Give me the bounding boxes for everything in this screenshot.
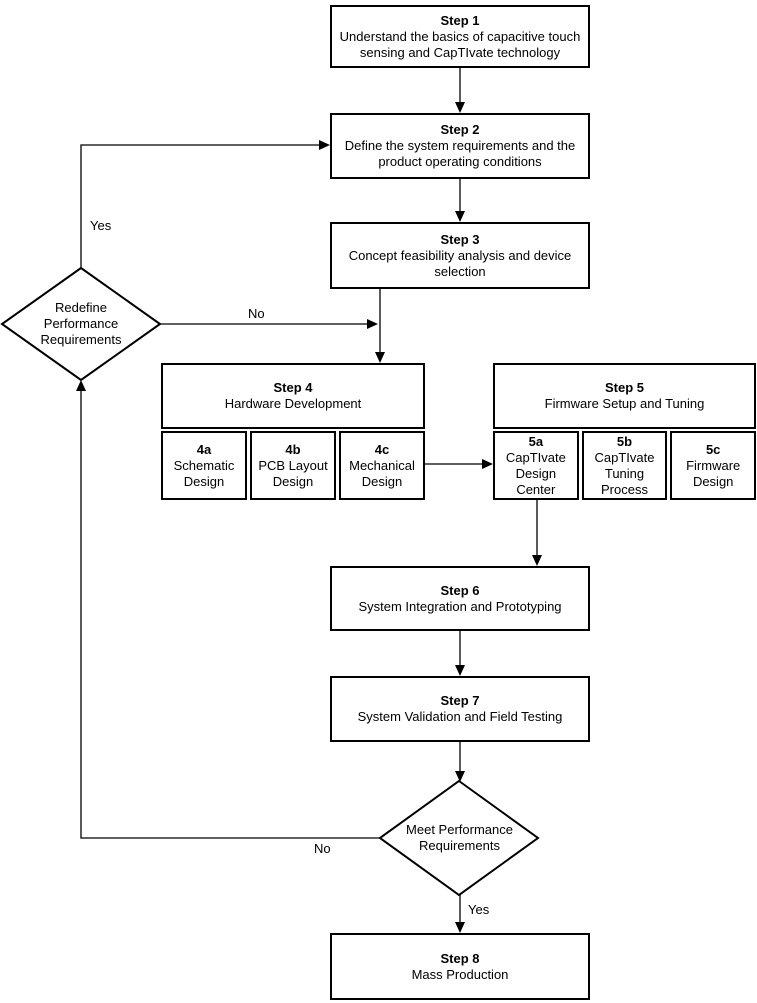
arrowhead [532,555,542,566]
step-6-desc: System Integration and Prototyping [358,598,562,614]
step-4a-box: 4a Schematic Design [161,431,247,500]
step-4-desc: Hardware Development [224,396,362,411]
step-2-box: Step 2 Define the system requirements an… [330,113,590,179]
step-7-title: Step 7 [440,693,480,708]
step-4a-title: 4a [196,441,212,457]
step-2-desc: Define the system requirements and the p… [344,138,576,169]
edge-label-meet-no: No [312,841,333,857]
step-5-box: Step 5 Firmware Setup and Tuning [493,363,756,429]
decision-redefine-diamond [0,266,162,382]
edge-label-redefine-yes: Yes [88,218,114,234]
step-5-subboxes: 5a CapTIvate Design Center 5b CapTIvate … [493,431,757,500]
arrowhead [367,319,378,329]
edge-label-meet-yes: Yes [466,902,492,918]
step-1-box: Step 1 Understand the basics of capaciti… [330,5,590,68]
step-5a-box: 5a CapTIvate Design Center [493,431,579,500]
step-6-title: Step 6 [440,582,480,598]
step-5b-title: 5b [616,433,633,449]
edge-label-redefine-no: No [246,306,267,322]
step-3-title: Step 3 [440,231,480,247]
arrowhead [455,102,465,113]
step-4c-desc: Mechanical Design [349,457,415,489]
decision-redefine-label: Redefine Performance Requirements [40,300,122,347]
arrowhead [455,771,465,782]
step-3-box: Step 3 Concept feasibility analysis and … [330,222,590,289]
arrowhead [375,352,385,363]
decision-meet-label: Meet Performance Requirements [406,822,513,853]
step-2-title: Step 2 [440,122,480,137]
step-3-desc: Concept feasibility analysis and device … [348,247,572,279]
step-5-title: Step 5 [604,380,644,395]
step-4-title: Step 4 [273,380,313,395]
arrowhead [76,380,86,391]
step-5c-desc: Firmware Design [686,457,741,489]
step-4c-box: 4c Mechanical Design [339,431,425,500]
step-5-desc: Firmware Setup and Tuning [544,396,705,411]
step-1-title: Step 1 [440,12,480,28]
step-5a-title: 5a [528,433,544,449]
step-8-desc: Mass Production [411,966,509,982]
step-4b-box: 4b PCB Layout Design [250,431,336,500]
step-5c-box: 5c Firmware Design [670,431,757,500]
step-5b-box: 5b CapTIvate Tuning Process [581,431,668,500]
step-4a-desc: Schematic Design [173,457,235,489]
step-4c-title: 4c [374,441,390,457]
step-8-box: Step 8 Mass Production [330,933,590,1000]
step-5b-desc: CapTIvate Tuning Process [594,449,655,497]
arrowhead [319,140,330,150]
decision-meet-diamond [378,779,540,897]
step-4-subboxes: 4a Schematic Design 4b PCB Layout Design… [161,431,425,500]
step-4b-title: 4b [285,441,301,457]
step-7-desc: System Validation and Field Testing [357,709,563,724]
step-7-box: Step 7 System Validation and Field Testi… [330,676,590,742]
arrowhead [455,922,465,933]
step-4-box: Step 4 Hardware Development [161,363,425,429]
step-5c-title: 5c [705,441,721,457]
connector-meet-no-redefine [80,390,380,839]
arrowhead [482,459,493,469]
connector-redefine-yes-step2 [80,144,320,268]
step-6-box: Step 6 System Integration and Prototypin… [330,566,590,631]
step-5a-desc: CapTIvate Design Center [505,449,566,497]
arrowhead [455,211,465,222]
step-4b-desc: PCB Layout Design [258,457,328,489]
arrowhead [455,665,465,676]
step-8-title: Step 8 [440,950,480,966]
step-1-desc: Understand the basics of capacitive touc… [339,28,581,60]
